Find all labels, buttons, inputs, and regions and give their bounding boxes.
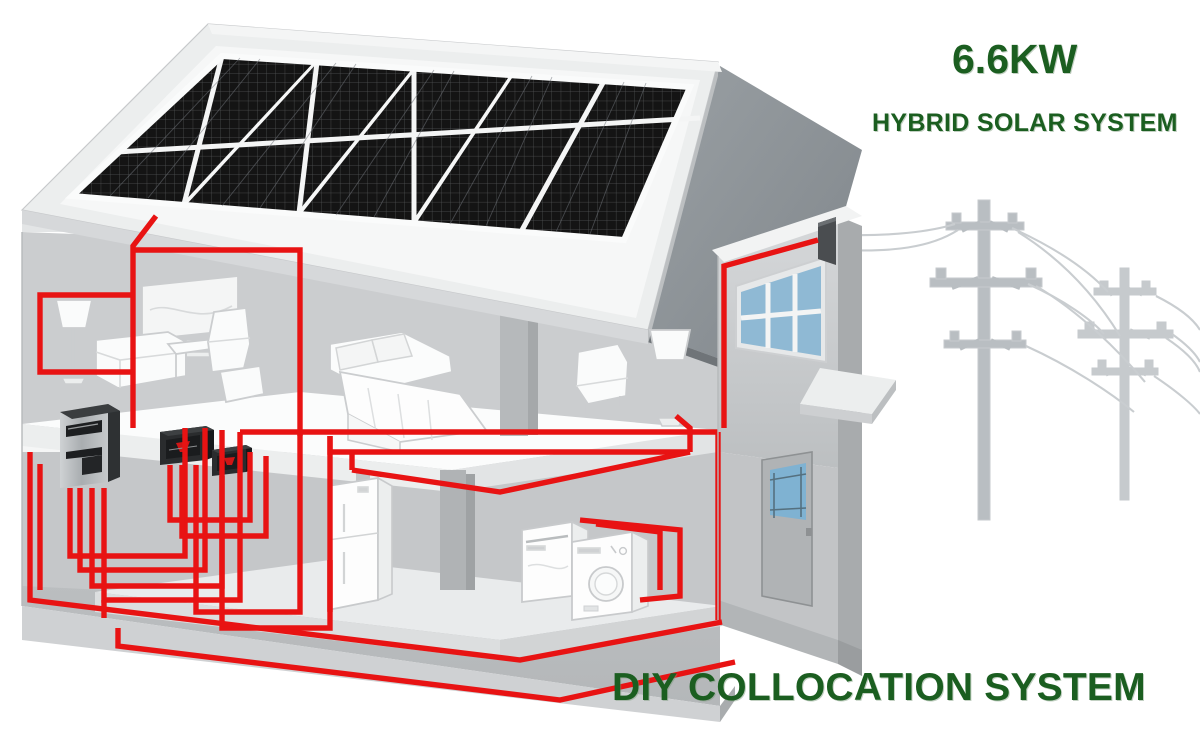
grid-meter-box[interactable] [818,217,836,265]
utility-pole-near [929,199,1043,521]
utility-grid [844,199,1200,521]
armchair-bedroom [575,342,629,414]
dc-ac-wiring [27,214,819,703]
footer-label: DIY COLLOCATION SYSTEM [612,666,1146,709]
washing-machine [571,530,649,622]
power-lines [844,222,1200,415]
utility-pole-far [1077,267,1174,501]
refrigerator [327,476,393,612]
capacity-label: 6.6KW [952,36,1078,82]
rooftop-solar-array [60,46,701,318]
armchair-living [207,306,251,374]
front-door [761,451,813,607]
battery-module-small[interactable] [212,445,252,476]
system-type-label: HYBRID SOLAR SYSTEM [872,109,1178,137]
hybrid-inverter[interactable] [60,404,120,488]
cutaway-edges [21,232,719,620]
armchair-living-2 [218,364,266,404]
bed [329,331,488,454]
interior-furniture [54,275,692,622]
facade-window [735,255,827,364]
